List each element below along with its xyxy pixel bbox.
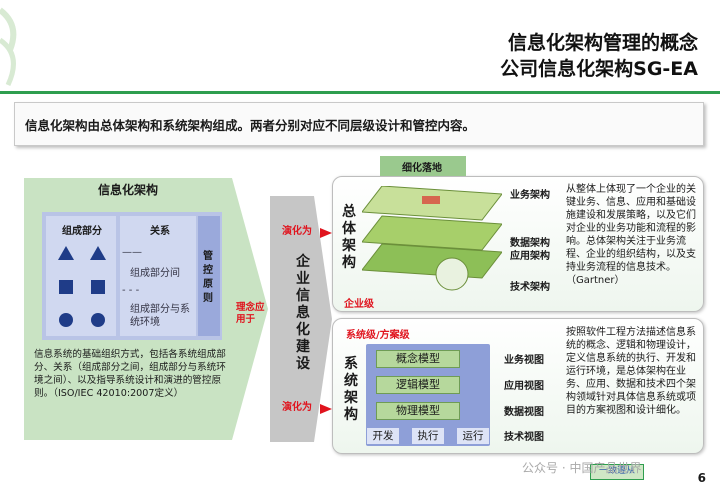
summary-box: 信息化架构由总体架构和系统架构组成。两者分别对应不同层级设计和管控内容。: [14, 102, 704, 146]
view-data: 数据视图: [504, 407, 544, 418]
stage-operate: 运行: [456, 427, 490, 445]
refine-tab-label: 细化落地: [402, 163, 442, 174]
system-description: 按照软件工程方法描述信息系统的概念、逻辑和物理设计，定义信息系统的执行、开发和运…: [566, 327, 696, 416]
layer-business: 业务架构: [510, 190, 550, 201]
relation-dash-2: - - -: [122, 285, 140, 296]
model-conceptual: 概念模型: [376, 350, 460, 368]
layer-data: 数据架构: [510, 238, 550, 249]
view-application: 应用视图: [504, 381, 544, 392]
system-level-label: 系统级/方案级: [346, 330, 410, 341]
summary-text: 信息化架构由总体架构和系统架构组成。两者分别对应不同层级设计和管控内容。: [25, 118, 476, 133]
layered-architecture-icon: [362, 186, 502, 291]
page-number: 6: [697, 471, 706, 485]
relation-item-1: 组成部分间: [130, 268, 180, 279]
layer-application: 应用架构: [510, 251, 550, 262]
evolve-bottom-label: 演化为: [282, 402, 312, 413]
center-vertical-label: 企业信息化建设: [296, 254, 310, 372]
view-technology: 技术视图: [504, 432, 544, 443]
refine-tab: [380, 156, 466, 176]
decorative-leaf-icon: [0, 7, 17, 87]
components-column: [46, 216, 116, 336]
relation-dash-1: ——: [122, 247, 142, 258]
panel-arrow-tip-icon: [232, 178, 268, 440]
center-flow-arrows-icon: [320, 228, 332, 414]
stage-develop: 开发: [366, 427, 400, 445]
relations-label: 关系: [150, 226, 170, 237]
governance-column: [198, 216, 220, 336]
page-subtitle: 公司信息化架构SG-EA: [500, 58, 698, 80]
governance-label: 管控原则: [203, 251, 213, 304]
view-business: 业务视图: [504, 355, 544, 366]
enterprise-level-label: 企业级: [344, 299, 374, 310]
model-physical: 物理模型: [376, 402, 460, 420]
overall-description: 从整体上体现了一个企业的关键业务、信息、应用和基础设施建设和发展策略，以及它们对…: [566, 184, 696, 286]
shapes-icon: [58, 246, 106, 327]
layer-technology: 技术架构: [510, 282, 550, 293]
overall-vertical-label: 总体架构: [342, 204, 356, 271]
relation-item-2: 组成部分与系统环境: [130, 304, 190, 328]
evolve-top-label: 演化为: [282, 226, 312, 237]
stage-execute: 执行: [411, 427, 445, 445]
panel-title: 信息化架构: [97, 183, 158, 197]
center-arrow-icon: [270, 196, 332, 442]
watermark: 公众号 · 中国产品世界: [522, 461, 642, 475]
components-label: 组成部分: [62, 226, 102, 237]
model-logical: 逻辑模型: [376, 376, 460, 394]
arrow-label: 理念应用于: [236, 302, 265, 325]
compliance-badge: 一致遵从: [590, 464, 644, 480]
header-divider: [0, 91, 720, 94]
panel-description: 信息系统的基础组织方式，包括各系统组成部分、关系（组成部分之间，组成部分与系统环…: [34, 349, 226, 399]
system-vertical-label: 系统架构: [344, 356, 358, 423]
page-title: 信息化架构管理的概念: [507, 32, 698, 54]
relations-column: [120, 216, 196, 336]
